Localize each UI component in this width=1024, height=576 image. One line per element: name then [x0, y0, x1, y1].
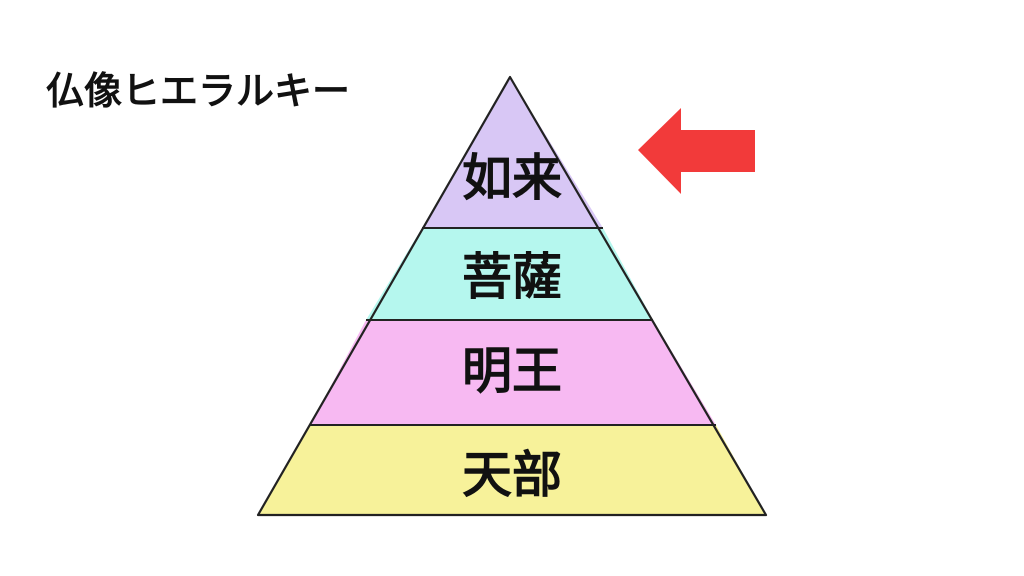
tier-label-nyorai: 如来 — [462, 149, 562, 207]
tier-label-bosatsu: 菩薩 — [462, 248, 562, 306]
diagram-title: 仏像ヒエラルキー — [46, 69, 350, 113]
tier-label-tenbu: 天部 — [462, 446, 562, 504]
tier-tenbu — [258, 425, 766, 515]
pyramid-outline — [256, 75, 768, 517]
tier-bosatsu — [366, 228, 653, 320]
tier-nyorai — [422, 77, 603, 228]
red-arrow-icon — [638, 108, 755, 194]
tier-myoo — [310, 320, 716, 425]
tier-label-myoo: 明王 — [462, 342, 562, 400]
